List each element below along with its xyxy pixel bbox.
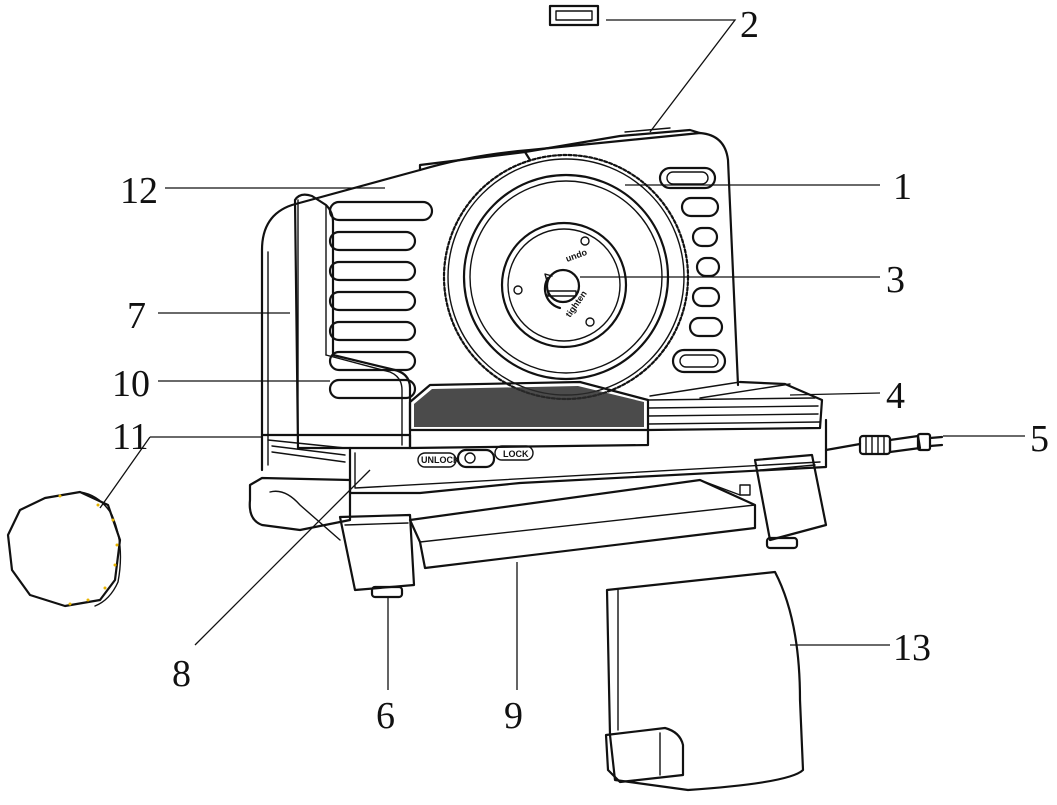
callout-12: 12 bbox=[120, 170, 158, 212]
part-11-thickness-knob bbox=[6, 490, 122, 608]
callout-13: 13 bbox=[893, 627, 931, 669]
callout-9: 9 bbox=[504, 695, 523, 737]
callout-11: 11 bbox=[112, 416, 149, 458]
lock-switch: UNLOCK LOCK bbox=[417, 445, 534, 469]
callout-8: 8 bbox=[172, 653, 191, 695]
callout-labels: 1 2 3 4 5 6 7 8 9 10 11 12 13 bbox=[112, 4, 1049, 737]
lock-label: LOCK bbox=[503, 449, 529, 459]
vent-slots-right bbox=[658, 166, 727, 374]
slicer-base bbox=[248, 453, 828, 599]
vent-slots-left bbox=[328, 200, 434, 400]
part-9-tray bbox=[408, 478, 757, 570]
callout-7: 7 bbox=[127, 295, 146, 337]
callout-2: 2 bbox=[740, 4, 759, 46]
callout-5: 5 bbox=[1030, 418, 1049, 460]
part-13-food-carriage bbox=[604, 570, 805, 792]
part-6-foot bbox=[370, 585, 404, 599]
callout-6: 6 bbox=[376, 695, 395, 737]
callout-3: 3 bbox=[886, 259, 905, 301]
slicer-housing bbox=[260, 127, 740, 472]
leader-8 bbox=[194, 469, 371, 646]
knob-accent-dots bbox=[58, 494, 119, 606]
hub-text-undo: undo bbox=[564, 247, 589, 264]
unlock-label: UNLOCK bbox=[421, 455, 460, 465]
part-10-carriage-table: UNLOCK LOCK bbox=[260, 380, 828, 495]
part-7-food-pusher bbox=[293, 193, 412, 450]
leader-11 bbox=[99, 436, 262, 509]
callout-1: 1 bbox=[893, 166, 912, 208]
callout-4: 4 bbox=[886, 375, 905, 417]
part-2-switch-cover bbox=[548, 4, 600, 27]
part-3-blade-hub: undo tighten bbox=[500, 221, 628, 349]
leader-2 bbox=[606, 19, 737, 133]
leader-lines bbox=[99, 19, 1025, 690]
callout-10: 10 bbox=[112, 363, 150, 405]
leader-4 bbox=[789, 392, 881, 396]
part-5-power-cord bbox=[824, 432, 944, 456]
